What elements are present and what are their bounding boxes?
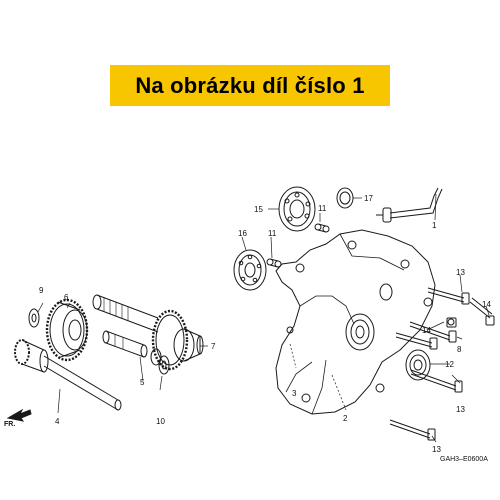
callout-10: 10 <box>156 417 165 426</box>
front-direction-label: FR. <box>4 421 15 428</box>
drive-shaft-4 <box>14 339 122 411</box>
pinion-shaft-5 <box>102 330 162 366</box>
transmission-case-cover <box>275 229 436 415</box>
dowel-pin-11-upper <box>314 223 330 233</box>
leader-lines <box>37 193 490 443</box>
callout-3: 3 <box>292 389 297 398</box>
washer-9 <box>28 308 40 328</box>
bolt-13-bottom <box>410 369 463 393</box>
part-number-banner: Na obrázku díl číslo 1 <box>110 65 390 106</box>
breather-tube-1 <box>376 187 443 223</box>
oil-seal-17 <box>336 187 354 209</box>
callout-4: 4 <box>55 417 60 426</box>
gear-6 <box>45 298 89 362</box>
callout-5: 5 <box>140 378 145 387</box>
callout-2: 2 <box>343 414 348 423</box>
bolt-13-lower <box>389 419 436 441</box>
bolt-8 <box>409 321 457 343</box>
dowel-pin-11-lower <box>266 258 282 268</box>
drawing-code: GAH3–E0600A <box>440 456 488 463</box>
callout-14-left: 14 <box>422 326 431 335</box>
bolt-14-left <box>446 317 457 328</box>
washer-10 <box>158 355 170 375</box>
callout-6: 6 <box>64 293 69 302</box>
callout-8: 8 <box>457 345 462 354</box>
gear-shaft-7 <box>92 294 204 371</box>
callout-14-right: 14 <box>482 300 491 309</box>
bolt-13-top <box>427 287 470 305</box>
callout-13-lower: 13 <box>432 445 441 454</box>
callout-13-top: 13 <box>456 268 465 277</box>
bearing-15 <box>278 186 316 232</box>
callout-16: 16 <box>238 229 247 238</box>
bearing-16 <box>233 249 267 291</box>
callout-13-bottom: 13 <box>456 405 465 414</box>
bolt-14-right <box>469 297 495 326</box>
oil-seal-12 <box>405 349 431 381</box>
callout-15: 15 <box>254 205 263 214</box>
callout-9: 9 <box>39 286 44 295</box>
callout-17: 17 <box>364 194 373 203</box>
callout-12: 12 <box>445 360 454 369</box>
callout-1: 1 <box>432 221 437 230</box>
callout-11-lower: 11 <box>268 229 277 238</box>
callout-11-upper: 11 <box>318 204 327 213</box>
bolt-13-middle <box>395 332 438 350</box>
callout-7: 7 <box>211 342 216 351</box>
front-direction-arrow <box>6 408 32 422</box>
